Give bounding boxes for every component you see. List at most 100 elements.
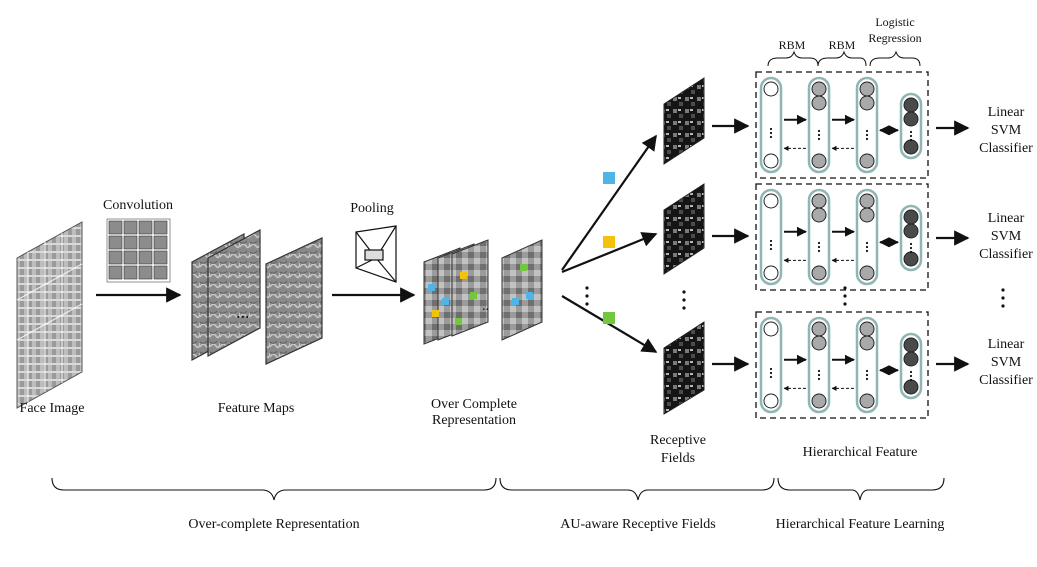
svm-classifier-3: Linear SVM Classifier <box>979 337 1033 388</box>
neuron-node <box>859 335 875 351</box>
network-frame <box>755 71 929 179</box>
neuron-node <box>903 139 919 155</box>
dots-icon <box>769 247 773 251</box>
dots-icon <box>865 133 869 137</box>
neuron-node <box>859 81 875 97</box>
neuron-node <box>811 81 827 97</box>
receptive-label-1: Receptive <box>650 433 706 448</box>
dots-icon <box>769 239 773 243</box>
svg-text:SVM: SVM <box>991 355 1022 370</box>
hierarchical-feature-label: Hierarchical Feature <box>803 445 918 460</box>
svg-text:SVM: SVM <box>991 123 1022 138</box>
neuron-node <box>903 351 919 367</box>
rbm-label-1: RBM <box>779 38 806 52</box>
dots-icon <box>909 370 913 374</box>
neuron-node <box>763 153 779 169</box>
dots-icon <box>865 377 869 381</box>
dots-icon <box>865 373 869 377</box>
neuron-node <box>811 207 827 223</box>
neuron-node <box>763 393 779 409</box>
logistic-label-1: Logistic <box>875 15 914 29</box>
neuron-node <box>763 193 779 209</box>
layer-column <box>807 76 831 174</box>
pooling-pyramid-icon <box>355 225 397 283</box>
dots-icon <box>909 242 913 246</box>
neuron-node <box>811 153 827 169</box>
vertical-ellipsis-icon <box>682 290 686 310</box>
logistic-label-2: Regression <box>868 31 921 45</box>
conv-filters-icon <box>106 218 171 283</box>
neuron-node <box>859 207 875 223</box>
top-braces <box>767 50 921 67</box>
over-complete-label-1: Over Complete <box>431 397 517 412</box>
dots-icon <box>769 131 773 135</box>
neuron-node <box>811 335 827 351</box>
dots-icon <box>865 241 869 245</box>
dots-icon <box>769 135 773 139</box>
neuron-node <box>903 337 919 353</box>
receptive-field-1 <box>663 77 705 165</box>
rbm-label-2: RBM <box>829 38 856 52</box>
neuron-node <box>763 81 779 97</box>
vertical-ellipsis-icon <box>843 286 847 306</box>
network-frame <box>755 183 929 291</box>
over-complete-label-2: Representation <box>432 413 516 428</box>
neuron-node <box>811 321 827 337</box>
neuron-node <box>903 111 919 127</box>
dots-icon <box>865 245 869 249</box>
svg-text:Classifier: Classifier <box>979 247 1033 262</box>
dots-icon <box>817 241 821 245</box>
dots-icon <box>865 369 869 373</box>
dots-icon <box>817 129 821 133</box>
pooling-label: Pooling <box>350 201 394 216</box>
dots-icon <box>769 375 773 379</box>
svg-text:Linear: Linear <box>988 105 1025 120</box>
dots-icon <box>817 245 821 249</box>
layer-column <box>807 316 831 414</box>
layer-column <box>807 188 831 286</box>
receptive-field-2 <box>663 183 705 275</box>
dots-icon <box>817 133 821 137</box>
dots-icon <box>909 378 913 382</box>
layer-column <box>855 76 879 174</box>
svg-text:..: .. <box>482 299 489 314</box>
dots-icon <box>865 137 869 141</box>
layer-column <box>759 76 783 174</box>
marker-green <box>603 312 615 324</box>
layer-column <box>899 332 923 400</box>
neuron-node <box>811 193 827 209</box>
hierarchical-network-1 <box>755 71 929 179</box>
network-frame <box>755 311 929 419</box>
dots-icon <box>865 129 869 133</box>
neuron-node <box>859 95 875 111</box>
dots-icon <box>909 246 913 250</box>
section-over-complete: Over-complete Representation <box>188 517 359 532</box>
dots-icon <box>769 243 773 247</box>
dots-icon <box>909 250 913 254</box>
svg-text:Classifier: Classifier <box>979 373 1033 388</box>
neuron-node <box>903 223 919 239</box>
neuron-node <box>811 95 827 111</box>
dots-icon <box>865 249 869 253</box>
dots-icon <box>817 249 821 253</box>
vertical-ellipsis-icon <box>585 286 589 306</box>
layer-column <box>759 316 783 414</box>
neuron-node <box>763 321 779 337</box>
svg-text:Linear: Linear <box>988 211 1025 226</box>
neuron-node <box>859 193 875 209</box>
svm-classifier-2: Linear SVM Classifier <box>979 211 1033 262</box>
neuron-node <box>859 265 875 281</box>
marker-blue <box>603 172 615 184</box>
dots-icon <box>817 377 821 381</box>
dots-icon <box>909 374 913 378</box>
dots-icon <box>909 130 913 134</box>
vertical-ellipsis-icon <box>1001 288 1005 308</box>
dots-icon <box>817 137 821 141</box>
dots-icon <box>909 134 913 138</box>
layer-column <box>759 188 783 286</box>
dots-icon <box>817 373 821 377</box>
neuron-node <box>903 251 919 267</box>
layer-column <box>855 316 879 414</box>
svg-text:Classifier: Classifier <box>979 141 1033 156</box>
